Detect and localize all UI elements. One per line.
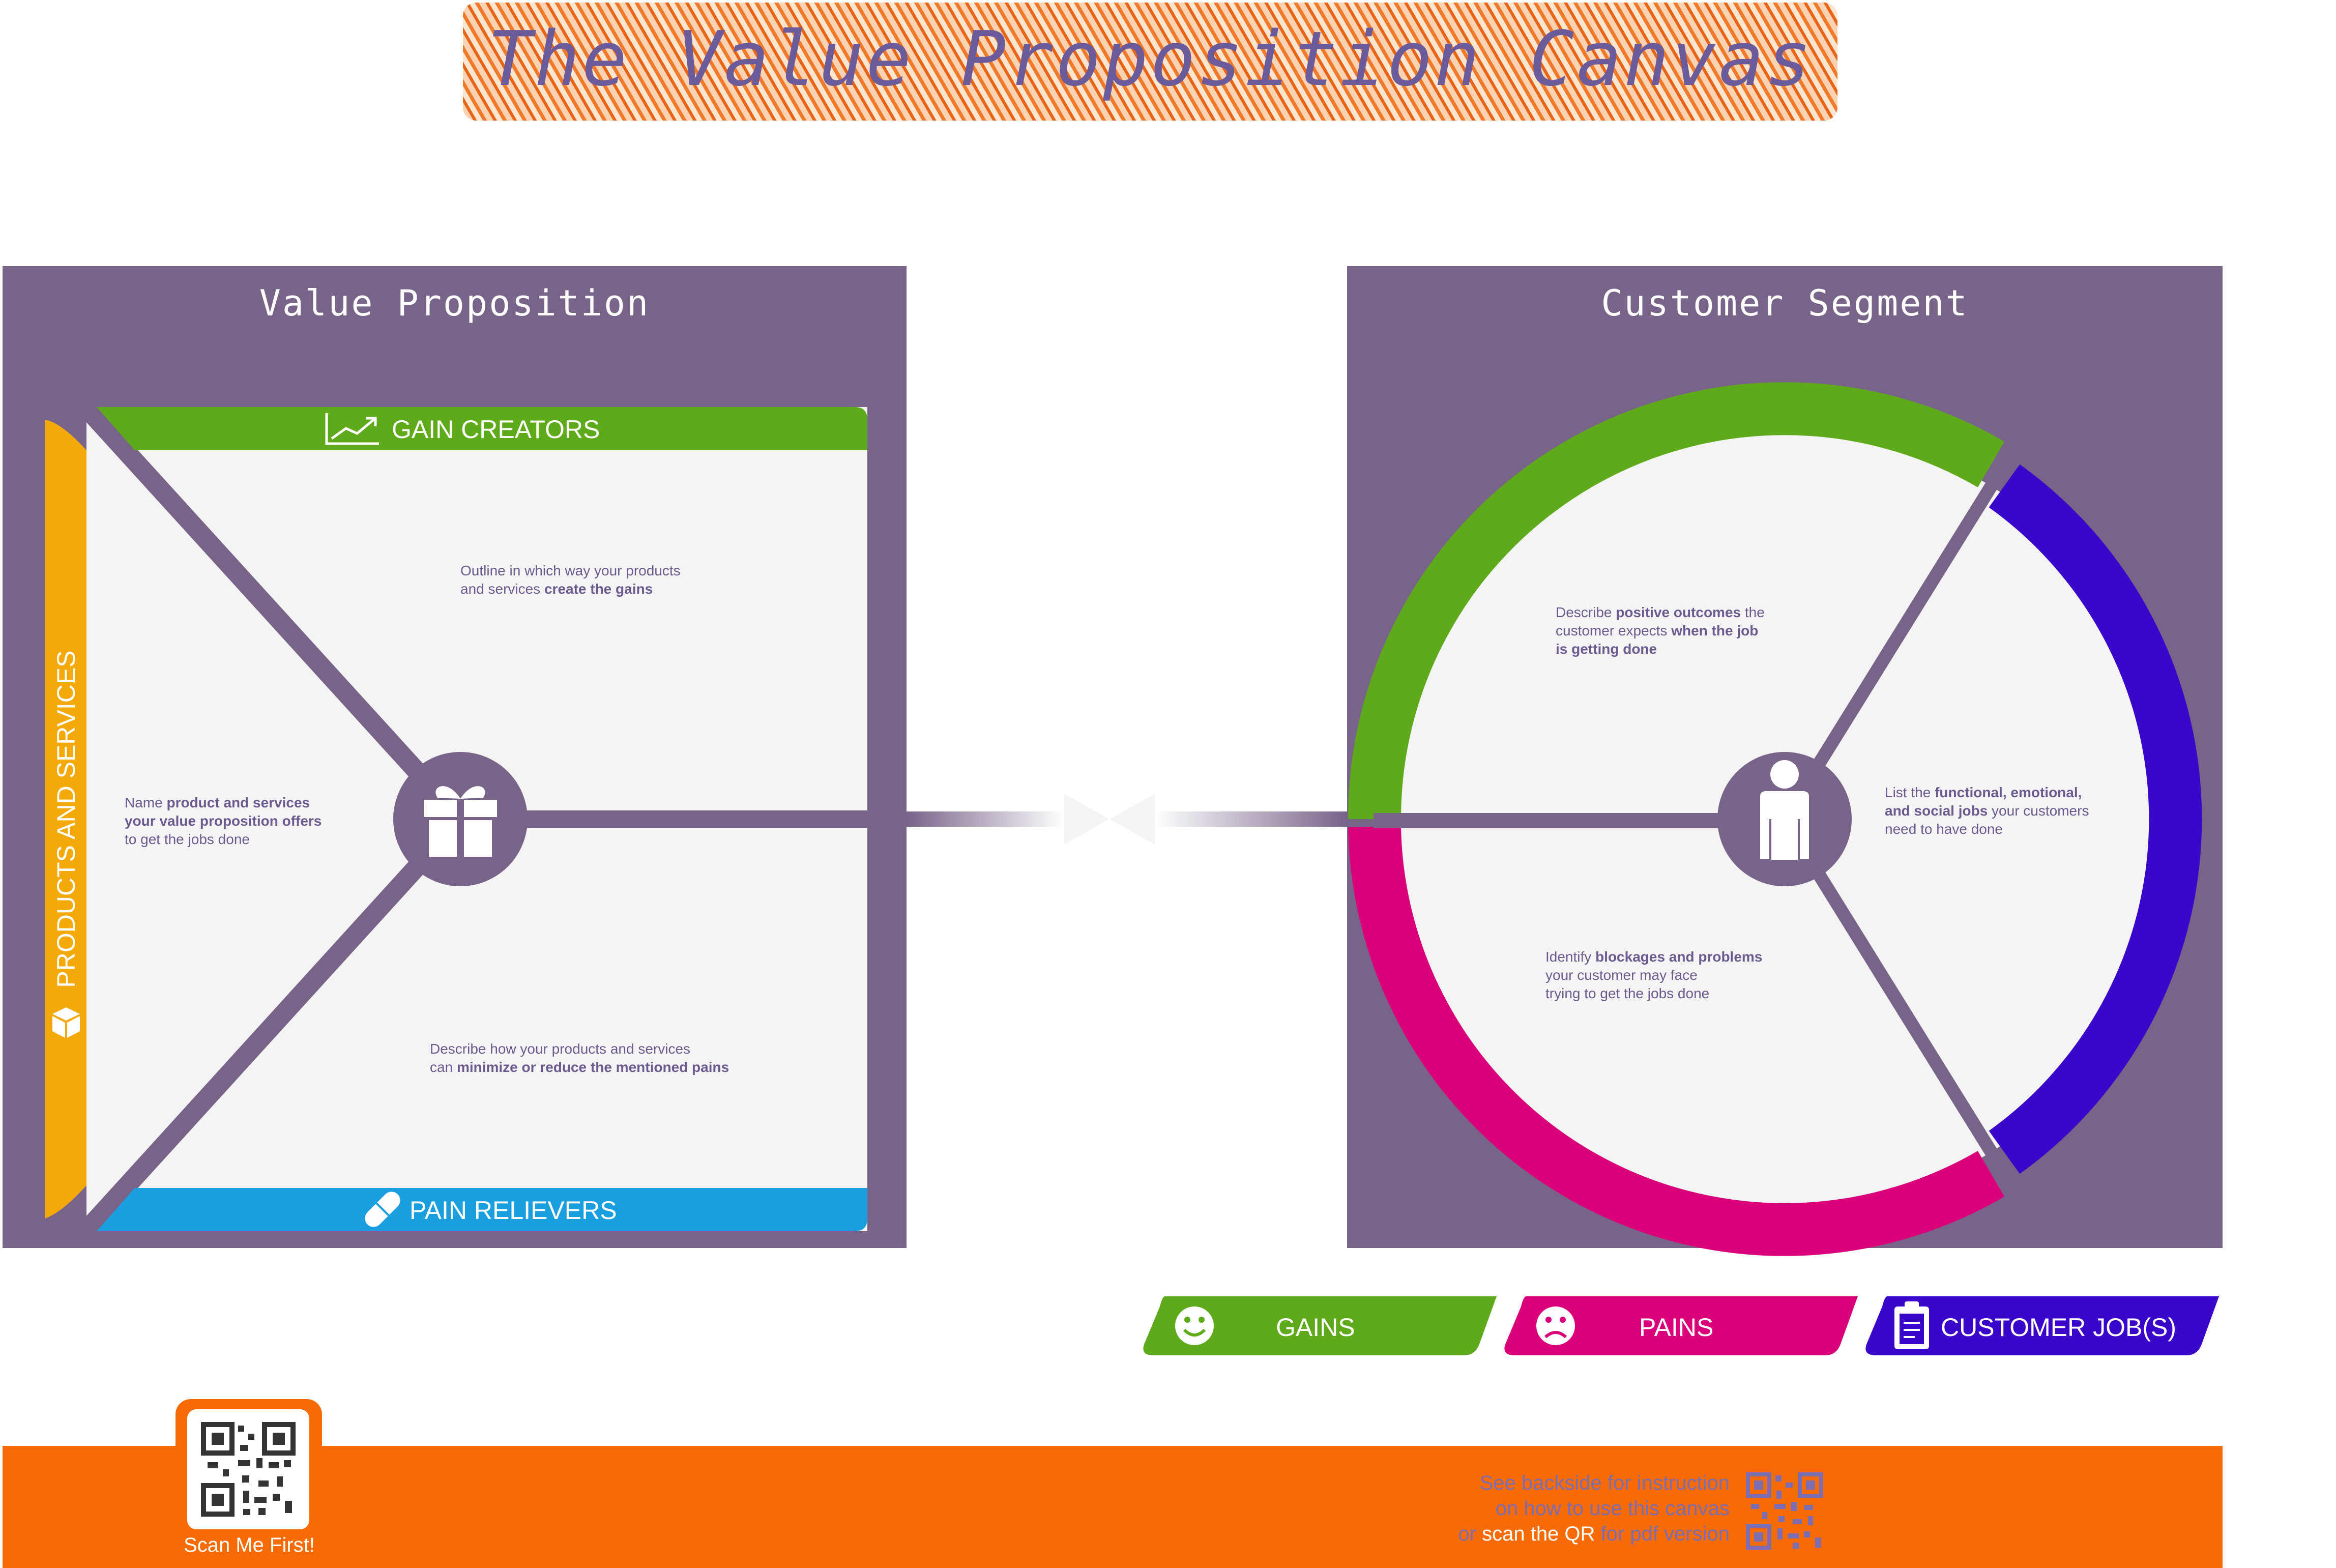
backside-line: See backside for instruction xyxy=(1479,1472,1730,1494)
page-title: The Value Proposition Canvas xyxy=(487,15,1814,103)
gains-desc-line: customer expects when the job xyxy=(1556,623,1759,638)
legend-pains-chip xyxy=(1504,1296,1858,1355)
scan-me-label: Scan Me First! xyxy=(184,1534,315,1556)
footer-qr-code-icon[interactable] xyxy=(1744,1470,1825,1552)
person-icon xyxy=(1760,760,1809,860)
jobs-desc-line: List the functional, emotional, xyxy=(1885,785,2082,800)
clipboard-icon xyxy=(1894,1301,1929,1349)
legend-gains-chip xyxy=(1143,1296,1497,1355)
pill-icon xyxy=(365,1192,400,1227)
gains-desc-line: is getting done xyxy=(1556,641,1657,657)
pains-ring xyxy=(1348,826,2005,1256)
gain-creators-desc-line: Outline in which way your products xyxy=(460,563,681,578)
pains-desc-line: your customer may face xyxy=(1545,967,1698,983)
gift-icon xyxy=(424,786,497,857)
qr-code-icon xyxy=(201,1422,296,1517)
gain-creators-desc-line: and services create the gains xyxy=(460,581,653,597)
jobs-description: List the functional, emotional, and soci… xyxy=(1885,783,2089,838)
products-desc-line: to get the jobs done xyxy=(125,831,250,847)
frown-icon xyxy=(1536,1306,1575,1345)
gain-creators-label: GAIN CREATORS xyxy=(392,415,600,444)
title-banner xyxy=(463,3,1837,121)
products-desc-line: Name product and services xyxy=(125,795,310,810)
products-desc-line: your value proposition offers xyxy=(125,813,322,829)
pains-desc-line: trying to get the jobs done xyxy=(1545,985,1710,1001)
legend-gains-label: GAINS xyxy=(1276,1313,1355,1342)
pain-relievers-desc-line: can minimize or reduce the mentioned pai… xyxy=(430,1059,729,1075)
box-icon xyxy=(52,1007,80,1038)
pain-relievers-description: Describe how your products and services … xyxy=(430,1040,729,1077)
pains-desc-line: Identify blockages and problems xyxy=(1545,949,1763,965)
footer-bar xyxy=(3,1446,2223,1568)
jobs-ring xyxy=(1989,464,2202,1174)
smile-icon xyxy=(1175,1306,1214,1345)
jobs-desc-line: and social jobs your customers xyxy=(1885,803,2089,819)
legend-pains-label: PAINS xyxy=(1639,1313,1714,1342)
pains-description: Identify blockages and problems your cus… xyxy=(1545,948,1762,1003)
value-proposition-dividers xyxy=(86,407,867,1231)
jobs-desc-line: need to have done xyxy=(1885,821,2003,837)
backside-instruction: See backside for instruction on how to u… xyxy=(1323,1470,1730,1547)
gain-creators-bar xyxy=(97,407,867,450)
customer-segment-title: Customer Segment xyxy=(1601,282,1969,324)
legend-jobs-label: CUSTOMER JOB(S) xyxy=(1941,1313,2176,1342)
pain-relievers-bar xyxy=(97,1188,867,1231)
gain-creators-description: Outline in which way your products and s… xyxy=(460,562,681,598)
gains-desc-line: Describe positive outcomes the xyxy=(1556,604,1765,620)
customer-dividers xyxy=(1374,472,2004,1166)
connecting-arrows xyxy=(907,794,1347,845)
legend-jobs-chip xyxy=(1865,1296,2219,1355)
products-description: Name product and services your value pro… xyxy=(125,794,322,849)
pain-relievers-label: PAIN RELIEVERS xyxy=(410,1196,617,1225)
backside-line: or scan the QR for pdf version xyxy=(1458,1523,1730,1545)
products-services-label: PRODUCTS AND SERVICES xyxy=(52,650,80,988)
backside-line: on how to use this canvas xyxy=(1495,1497,1730,1520)
pain-relievers-desc-line: Describe how your products and services xyxy=(430,1041,691,1057)
qr-code-frame[interactable] xyxy=(187,1409,309,1529)
chart-up-icon xyxy=(325,413,379,445)
gains-description: Describe positive outcomes the customer … xyxy=(1556,603,1765,658)
value-proposition-title: Value Proposition xyxy=(259,282,650,324)
gains-ring xyxy=(1348,382,2005,820)
